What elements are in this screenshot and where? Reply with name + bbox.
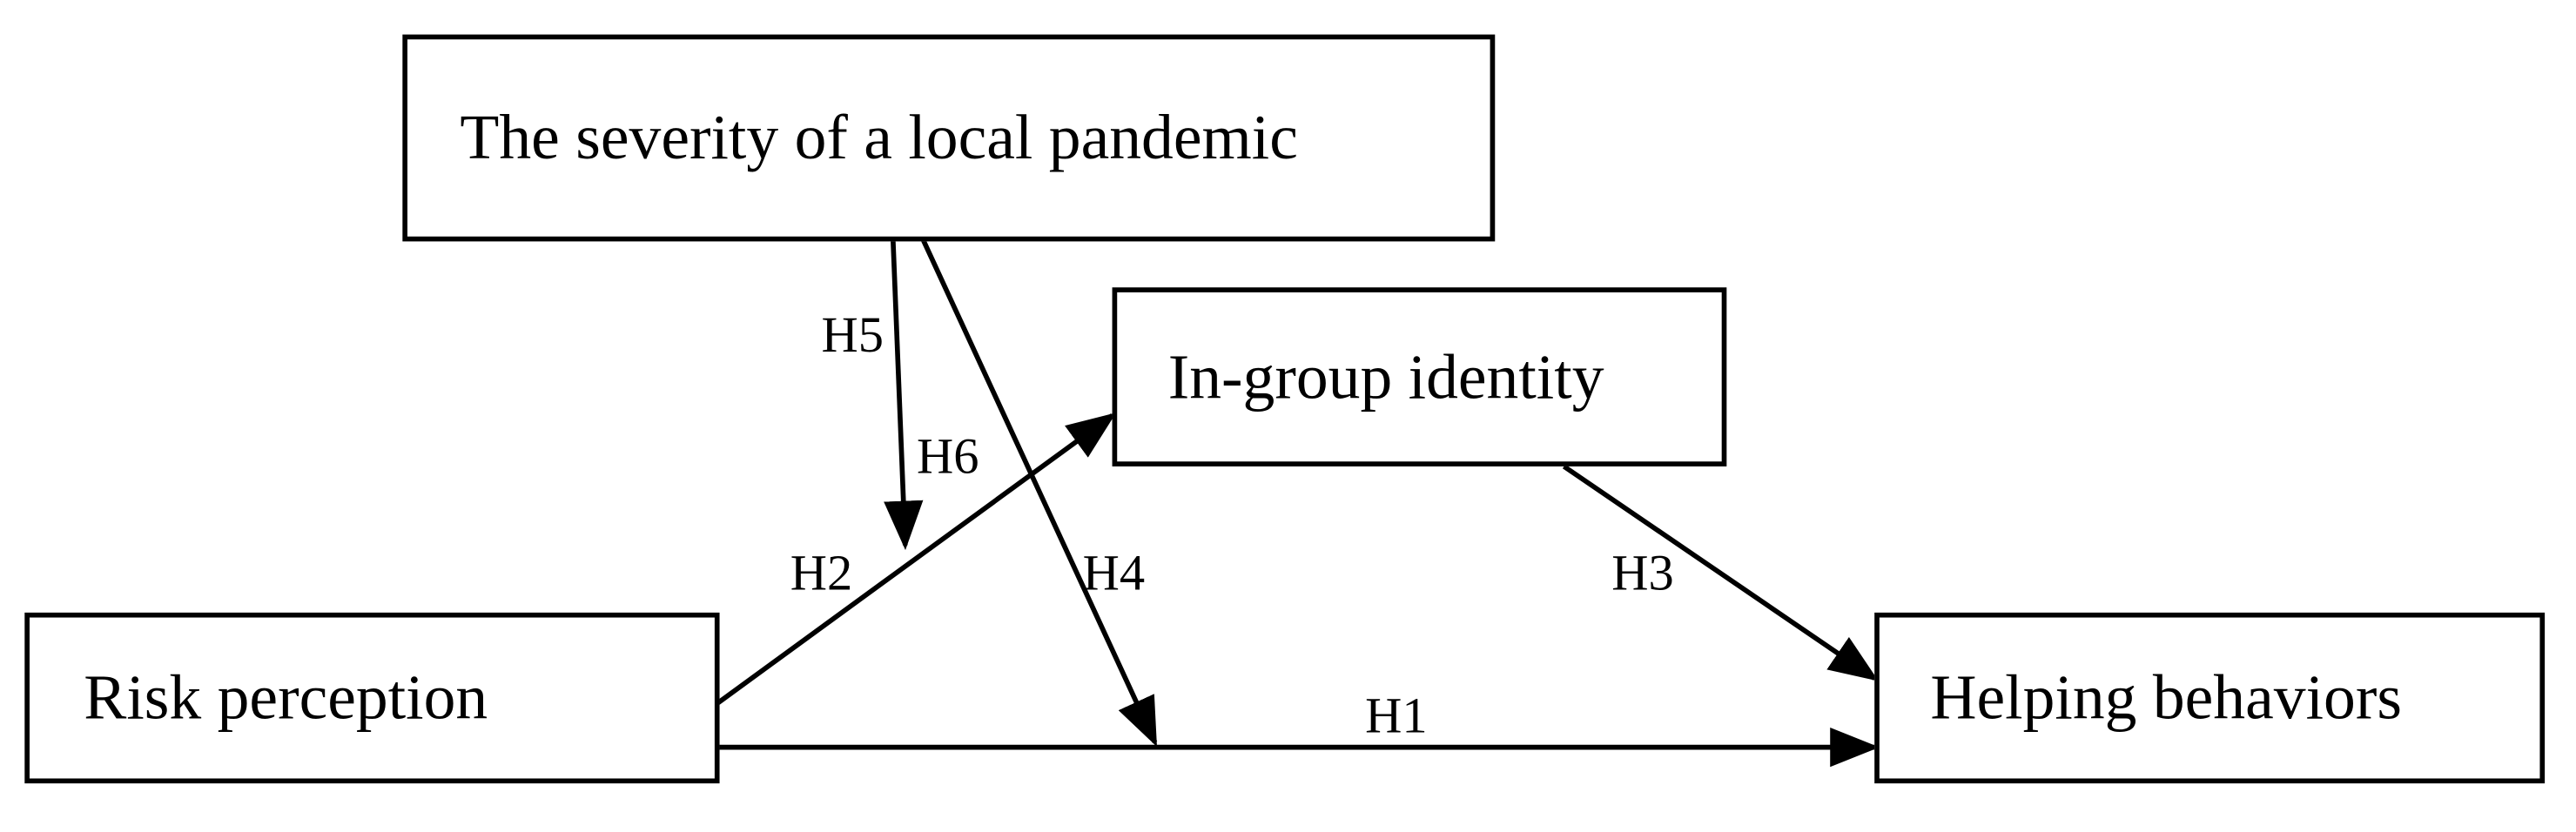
h1-label: H1 xyxy=(1365,686,1428,744)
h6-label: H6 xyxy=(917,426,979,485)
helping-behaviors-box: Helping behaviors xyxy=(1874,612,2546,784)
h5-label: H5 xyxy=(821,305,884,364)
risk-perception-box: Risk perception xyxy=(24,612,720,784)
ingroup-identity-label: In-group identity xyxy=(1167,341,1604,413)
h4-label: H4 xyxy=(1082,543,1146,601)
h4-arrow xyxy=(909,214,1158,748)
h3-label: H3 xyxy=(1611,543,1674,601)
helping-behaviors-label: Helping behaviors xyxy=(1930,662,2402,734)
h5-h6-arrow xyxy=(884,215,924,551)
risk-perception-label: Risk perception xyxy=(84,662,488,734)
h3-arrow xyxy=(1562,464,1879,681)
ingroup-identity-box: In-group identity xyxy=(1112,287,1727,466)
severity-box: The severity of a local pandemic xyxy=(402,34,1496,242)
severity-label: The severity of a local pandemic xyxy=(460,102,1298,174)
h2-arrow xyxy=(716,413,1117,705)
h2-label: H2 xyxy=(790,543,853,601)
